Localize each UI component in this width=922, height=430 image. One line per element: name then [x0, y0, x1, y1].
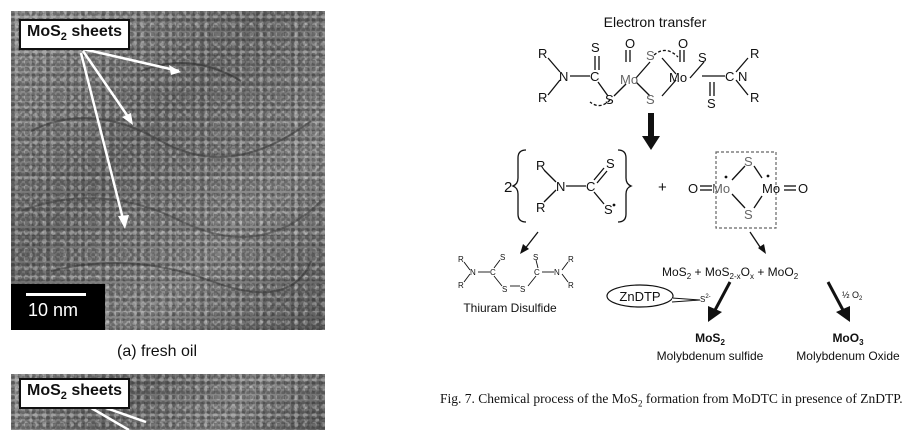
atom-s: S: [646, 48, 655, 63]
arrow-to-mos2: [712, 281, 732, 313]
atom-mo: Mo: [762, 181, 780, 196]
r-group: R: [750, 46, 759, 61]
r-group: R: [458, 255, 464, 264]
atom-s: S: [591, 40, 600, 55]
atom-s: S: [698, 50, 707, 65]
atom-mo: Mo: [712, 181, 730, 196]
r-group: R: [536, 200, 545, 215]
figure-caption: Fig. 7. Chemical process of the MoS2 for…: [440, 391, 903, 409]
atom-mo: Mo: [620, 72, 638, 87]
reaction-arrowhead: [642, 136, 660, 150]
r-group: R: [568, 281, 574, 290]
mos2-product: MoS2: [695, 331, 725, 347]
zndtp-label: ZnDTP: [619, 289, 660, 304]
atom-s: S: [744, 207, 753, 222]
scheme-title: Electron transfer: [604, 14, 707, 30]
atom-c: C: [534, 268, 540, 277]
product-equation: MoS2 + MoS2-xOx + MoO2: [662, 265, 799, 281]
arrow-line: [79, 52, 126, 224]
atom-c: C: [590, 69, 599, 84]
arrowhead: [122, 113, 133, 125]
sulfide-ion: S2-: [700, 294, 711, 304]
scale-label: 10 nm: [28, 300, 79, 320]
mos2-sheets-label-b: MoS2 sheets: [19, 378, 131, 410]
tem-fringe-overlay: [20, 47, 322, 294]
right-brace: [617, 149, 633, 223]
panel-a-caption: (a) fresh oil: [117, 343, 198, 360]
atom-s: S: [707, 96, 716, 111]
scale-line: [26, 293, 86, 296]
atom-n: N: [554, 268, 560, 277]
r-group: R: [538, 46, 547, 61]
arrow-to-moo3: [826, 281, 846, 313]
atom-s: S: [520, 285, 525, 294]
mos2-name: Molybdenum sulfide: [657, 349, 764, 363]
tem-image-panel-b: MoS2 sheets: [11, 374, 325, 430]
atom-o: O: [798, 181, 808, 196]
atom-n: N: [556, 179, 565, 194]
atom-o: O: [625, 36, 635, 51]
half-o2: ½ O2: [842, 290, 863, 302]
arrow-line: [81, 50, 133, 122]
arrowhead: [708, 306, 722, 322]
moo3-product: MoO3: [832, 331, 864, 347]
mos2-sheets-label: MoS2 sheets: [19, 19, 131, 51]
scale-bar: 10 nm: [11, 284, 105, 330]
zndtp-bubble: [606, 284, 674, 308]
moo3-name: Molybdenum Oxide: [796, 349, 900, 363]
r-group: R: [536, 158, 545, 173]
atom-n: N: [470, 268, 476, 277]
atom-n: N: [738, 69, 747, 84]
dashed-box: [715, 151, 777, 229]
atom-s: S: [646, 92, 655, 107]
r-group: R: [458, 281, 464, 290]
radical-dot: [724, 175, 728, 179]
radical-dot: [612, 203, 616, 207]
arrowhead: [520, 244, 529, 254]
atom-s: S: [744, 154, 753, 169]
arrowhead: [836, 306, 850, 322]
atom-s: S: [604, 202, 613, 217]
modtc-dimer: [547, 49, 749, 107]
arrow-line: [82, 47, 180, 73]
atom-o: O: [678, 36, 688, 51]
atom-o: O: [688, 181, 698, 196]
arrowhead: [169, 65, 181, 75]
atom-c: C: [725, 69, 734, 84]
radical-dot: [766, 174, 770, 178]
atom-c: C: [490, 268, 496, 277]
atom-n: N: [559, 69, 568, 84]
coefficient: 2: [504, 179, 512, 196]
atom-c: C: [586, 179, 595, 194]
thiuram-label: Thiuram Disulfide: [463, 301, 557, 315]
plus-sign: +: [658, 179, 667, 196]
atom-s: S: [533, 253, 538, 262]
tem-image-fresh-oil: MoS2 sheets 10 nm: [11, 11, 325, 330]
atom-s: S: [606, 156, 615, 171]
bubble-tail: [671, 297, 701, 303]
atom-s: S: [500, 253, 505, 262]
r-group: R: [750, 90, 759, 105]
atom-s: S: [502, 285, 507, 294]
arrowhead: [758, 244, 766, 254]
r-group: R: [538, 90, 547, 105]
reaction-scheme: Electron transfer R R N C S S O Mo S S M…: [458, 14, 900, 363]
arrowhead: [118, 215, 129, 229]
r-group: R: [568, 255, 574, 264]
atom-s: S: [605, 92, 614, 107]
atom-mo: Mo: [669, 70, 687, 85]
thiuram-structure: [463, 259, 569, 287]
left-brace: [511, 149, 527, 223]
